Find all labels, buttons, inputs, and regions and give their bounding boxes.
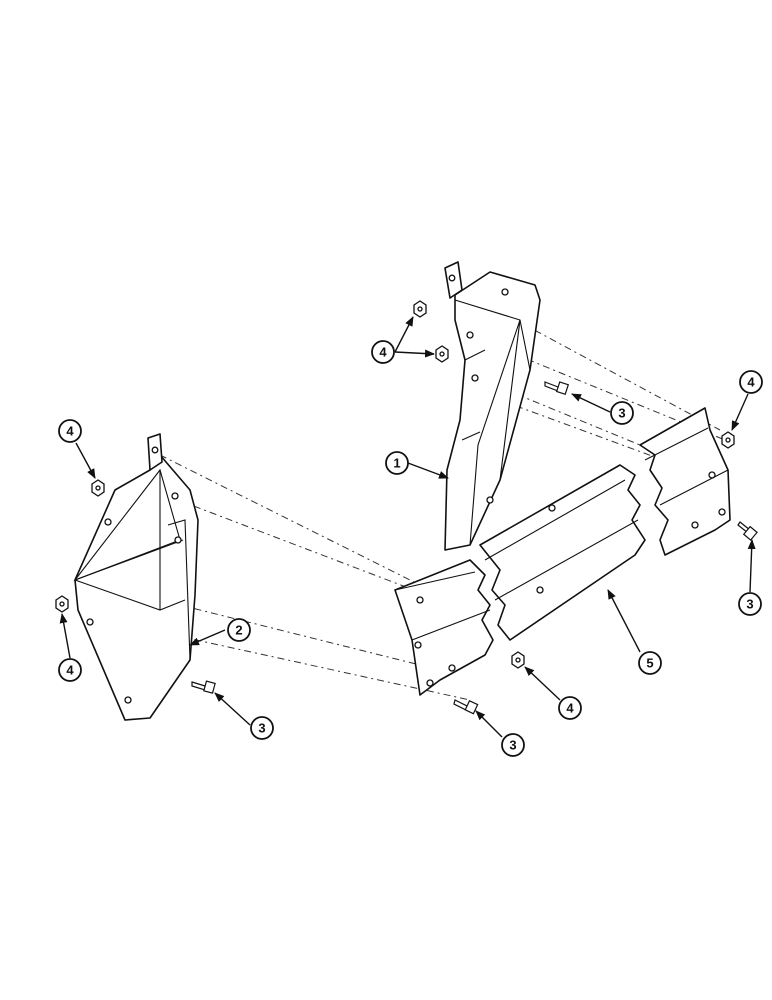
callout-3a-label: 3 [258, 721, 265, 736]
hardware [55, 300, 758, 715]
callout-3a: 3 [250, 716, 274, 740]
nut-channel-right [721, 431, 735, 449]
shield-part-1 [444, 261, 541, 551]
bolt-channel-right [737, 521, 758, 541]
callout-5: 5 [638, 651, 662, 675]
callout-1-label: 1 [393, 456, 400, 471]
callout-3b: 3 [610, 401, 634, 425]
callout-1: 1 [385, 451, 409, 475]
callout-4b: 4 [58, 658, 82, 682]
channel-part-5 [394, 407, 731, 696]
callout-2-label: 2 [235, 623, 242, 638]
callout-4c: 4 [371, 340, 395, 364]
callout-3d: 3 [501, 733, 525, 757]
bolt-left [191, 680, 216, 694]
callout-4e-label: 4 [566, 701, 574, 716]
callout-4b-label: 4 [66, 663, 74, 678]
callout-4d: 4 [739, 370, 763, 394]
callout-4d-label: 4 [747, 375, 755, 390]
callout-3c: 3 [738, 592, 762, 616]
callout-4a: 4 [58, 419, 82, 443]
callout-4a-label: 4 [66, 424, 74, 439]
nut-left-lower [55, 595, 69, 613]
nut-right-upper-1 [413, 300, 427, 318]
nut-right-upper-2 [435, 345, 449, 363]
shield-part-2 [73, 433, 199, 721]
bolt-channel-bottom [453, 699, 479, 715]
bolt-upper [544, 381, 570, 396]
callout-5-label: 5 [646, 656, 653, 671]
callout-3b-label: 3 [618, 406, 625, 421]
callout-3c-label: 3 [746, 597, 753, 612]
callout-4e: 4 [558, 696, 582, 720]
nut-channel-bottom [511, 651, 525, 669]
nut-left-upper [91, 479, 105, 497]
leader-lines [59, 316, 756, 738]
callout-2: 2 [227, 618, 251, 642]
callout-4c-label: 4 [379, 345, 387, 360]
callout-3d-label: 3 [509, 738, 516, 753]
alignment-lines [111, 289, 726, 701]
